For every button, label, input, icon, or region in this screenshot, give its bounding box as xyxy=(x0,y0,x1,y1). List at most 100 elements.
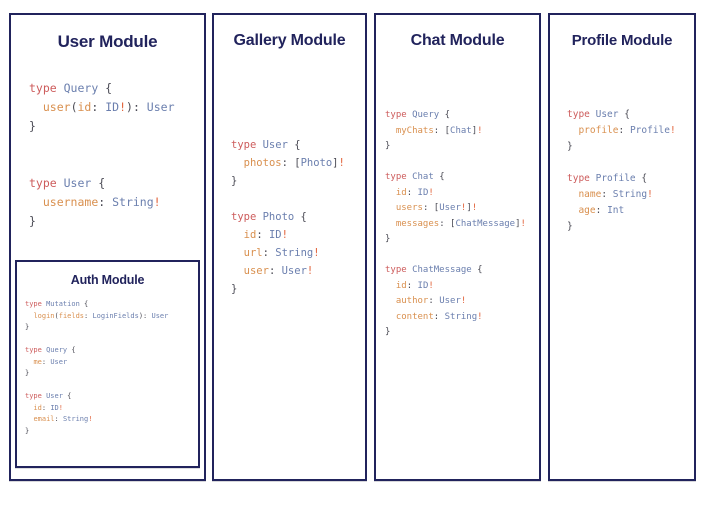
code-token: : xyxy=(433,311,445,322)
code-token: ] xyxy=(471,125,478,136)
module-card-gallery[interactable]: Gallery Module type User { photos: [Phot… xyxy=(212,13,367,481)
code-token: Query xyxy=(46,346,68,354)
code-token: { xyxy=(67,346,76,354)
code-line: type ChatMessage { xyxy=(385,265,483,275)
code-token: fields xyxy=(58,311,85,320)
module-card-chat[interactable]: Chat Module type Query { myChats: [Chat]… xyxy=(374,13,541,481)
code-token: name xyxy=(578,189,602,200)
code-token: String xyxy=(444,311,478,322)
code-token: String xyxy=(275,247,314,259)
code-token: id xyxy=(395,280,407,291)
code-token: ID xyxy=(417,187,429,198)
code-token: User xyxy=(262,139,288,151)
code-token: ! xyxy=(477,311,483,322)
code-token xyxy=(231,265,244,277)
code-token: : xyxy=(618,125,630,136)
code-token: } xyxy=(25,323,30,331)
code-token: String xyxy=(112,195,154,209)
code-line: profile: Profile! xyxy=(567,125,676,136)
code-token: username xyxy=(42,195,99,209)
code-line: type User { xyxy=(25,392,71,400)
code-token: ! xyxy=(313,247,320,259)
code-token: User xyxy=(439,296,461,306)
code-token: id xyxy=(395,187,407,198)
code-token: ! xyxy=(460,296,467,306)
code-token: content xyxy=(395,311,434,322)
code-token: type xyxy=(567,109,596,120)
code-line: } xyxy=(231,175,237,187)
code-token: String xyxy=(62,415,89,423)
code-line: myChats: [Chat]! xyxy=(385,126,483,136)
code-token: type xyxy=(29,176,64,190)
code-line: type Photo { xyxy=(231,211,307,223)
code-token: : xyxy=(262,247,276,259)
schema-code-profile: type User { profile: Profile! } type Pro… xyxy=(567,107,694,235)
module-card-auth[interactable]: Auth Module type Mutation { login(fields… xyxy=(15,260,200,468)
code-token: : xyxy=(406,280,418,291)
code-token: me xyxy=(33,357,42,366)
code-token: type xyxy=(385,110,413,120)
code-token: Profile xyxy=(595,173,636,184)
code-line: id: ID! xyxy=(25,404,63,412)
code-token: id xyxy=(33,403,42,412)
code-line: type Query { xyxy=(29,81,112,95)
code-token: type xyxy=(567,173,596,184)
code-line: url: String! xyxy=(231,247,320,259)
code-token: myChats xyxy=(395,125,434,136)
code-token: ! xyxy=(88,415,93,423)
code-line: } xyxy=(567,221,573,232)
code-token: { xyxy=(618,109,630,120)
code-token: { xyxy=(287,139,301,151)
code-token: } xyxy=(231,175,238,187)
code-token: ! xyxy=(670,125,676,136)
code-token: : [ xyxy=(422,203,440,213)
code-token: user xyxy=(42,100,71,114)
module-card-profile[interactable]: Profile Module type User { profile: Prof… xyxy=(548,13,696,481)
code-token: : xyxy=(428,296,440,306)
code-line: } xyxy=(29,214,36,228)
code-line: } xyxy=(385,234,390,244)
code-line: users: [User!]! xyxy=(385,203,477,213)
code-line: photos: [Photo]! xyxy=(231,157,345,169)
code-token: ChatMessage xyxy=(455,218,516,229)
code-token: LoginFields xyxy=(92,311,139,320)
code-line: } xyxy=(25,427,29,435)
code-line: type Mutation { xyxy=(25,300,88,308)
code-line: } xyxy=(29,119,36,133)
code-line: name: String! xyxy=(567,189,652,200)
code-line: type Query { xyxy=(385,110,450,120)
code-token: ! xyxy=(460,203,467,213)
code-line: user(id: ID!): User xyxy=(29,100,175,114)
code-token: login xyxy=(33,311,55,320)
module-card-user[interactable]: User Module type Query { user(id: ID!): … xyxy=(9,13,206,481)
code-token: : xyxy=(595,205,608,216)
code-token: : xyxy=(54,415,63,423)
code-token: { xyxy=(79,300,89,308)
code-token: User xyxy=(46,392,63,400)
code-token: } xyxy=(231,283,238,295)
code-token: { xyxy=(439,110,451,120)
code-token: User xyxy=(151,311,169,320)
code-token xyxy=(385,312,396,322)
code-token: type xyxy=(25,392,47,400)
code-token: : xyxy=(41,357,51,366)
code-token: User xyxy=(63,176,92,190)
code-token: email xyxy=(33,415,55,423)
code-token: : [ xyxy=(439,218,456,229)
code-token: ): xyxy=(126,100,147,114)
code-token: url xyxy=(243,247,263,259)
code-token: id xyxy=(77,100,92,114)
module-title-profile: Profile Module xyxy=(571,32,673,49)
code-line: } xyxy=(25,369,29,377)
code-token: ! xyxy=(338,157,345,169)
code-token: Chat xyxy=(450,125,472,136)
code-token: { xyxy=(91,176,106,190)
code-token xyxy=(567,189,578,200)
code-token: { xyxy=(294,211,307,223)
code-token: photos xyxy=(243,157,282,169)
module-title-user: User Module xyxy=(57,32,158,51)
code-token: Mutation xyxy=(46,300,80,308)
code-token: ! xyxy=(306,265,314,277)
code-token: } xyxy=(29,214,36,228)
code-token: : xyxy=(84,311,93,320)
